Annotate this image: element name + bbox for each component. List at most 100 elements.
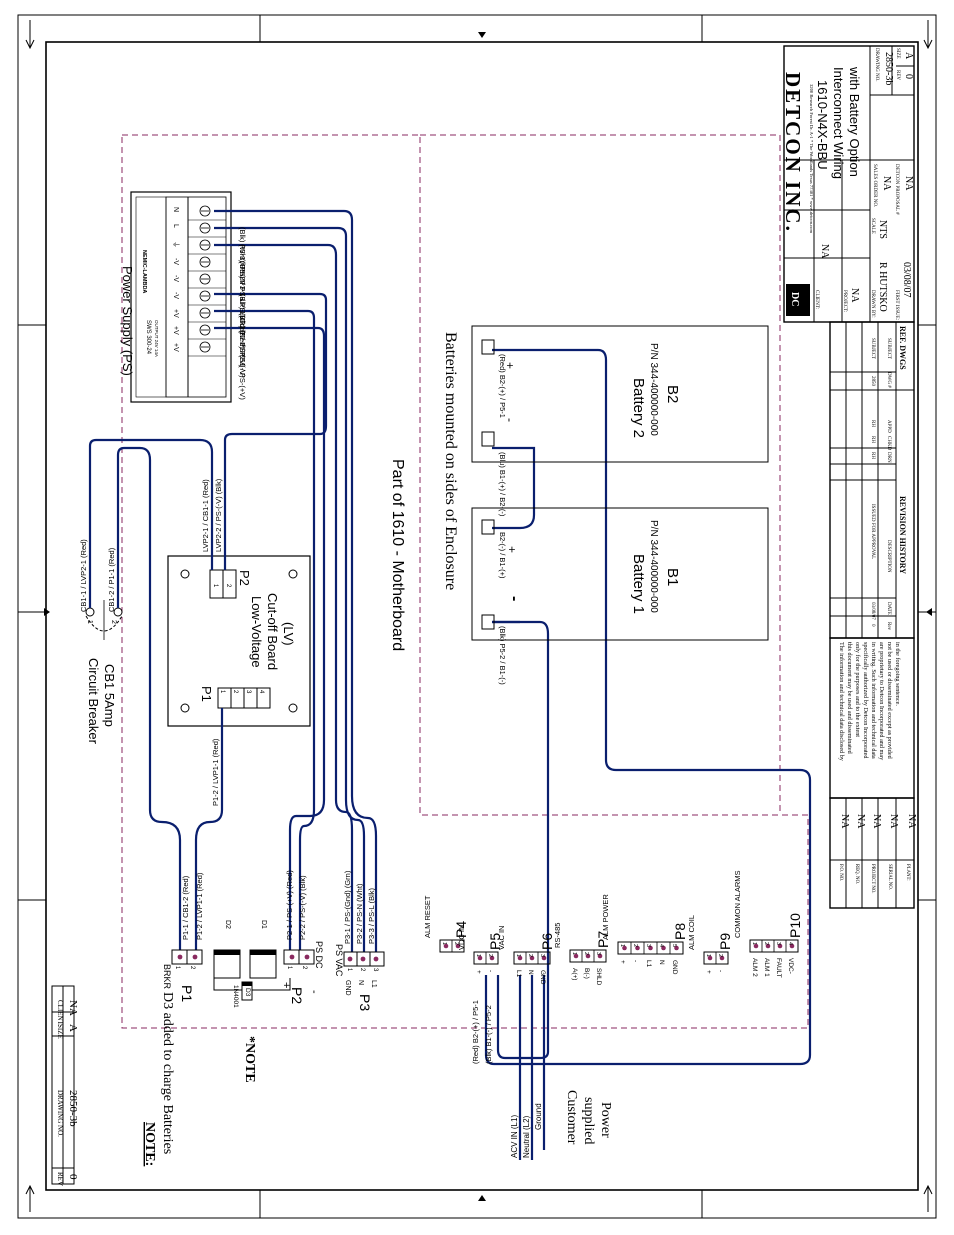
ac-in-l1: ACV IN (L1) — [510, 1115, 519, 1158]
wire-label-p5-2: (Blk) B1-(-) / P5-2 — [484, 1005, 493, 1064]
title-block: DC DETCON INC. 3200 Research Forest Dr. … — [781, 45, 915, 323]
circuit-breaker-rating: CB1 5Amp — [102, 664, 117, 727]
terminal-pin — [529, 955, 535, 961]
terminal-pin — [661, 945, 666, 951]
lv-board-label-line3: (LV) — [281, 622, 296, 646]
terminal-block-name: P8 — [672, 923, 688, 940]
ps-terminal-label: +V — [172, 343, 179, 352]
terminal-pin — [597, 953, 603, 959]
first-issue-value: 03/08/07 — [901, 262, 912, 298]
wire-labels: CB1-1 / LVP2-1 (Red) CB1-2 / P1-1 (Red) … — [79, 227, 507, 1064]
terminal-pin-number: 1 — [441, 942, 447, 945]
terminal-pin-number: 5 — [671, 944, 677, 947]
p2-label: P2 — [289, 987, 305, 1004]
terminal-block-name: P9 — [717, 933, 733, 950]
ps-terminal-label: N — [172, 207, 179, 212]
battery-1-ref: B1 — [664, 568, 681, 586]
ps-terminal-label: -V — [172, 292, 179, 299]
terminal-pin-number: 2 — [527, 954, 533, 957]
motherboard-headers: 1 2 BRKR P1 D2 D1 D3 1N4001 1 2 PS DC P2… — [162, 920, 385, 1011]
terminal-pin-number: 2 — [632, 944, 638, 947]
lv-p2-label: P2 — [237, 570, 252, 586]
revision-history-block: REF. DWGS REVISION HISTORY DWG # SUBJECT… — [829, 321, 915, 639]
terminal-pin-label: L1 — [645, 960, 652, 968]
project-value: NA — [849, 288, 860, 303]
edge-client-label: CLIENT: — [56, 1000, 64, 1027]
star-note-label: *NOTE — [242, 1036, 257, 1083]
frame-tick-marks — [18, 15, 936, 1218]
plant-label: PLANT: — [905, 864, 910, 881]
note-text: D3 added to charge Batteries — [160, 992, 175, 1154]
ps-terminal-screw — [199, 341, 211, 353]
wire-label-p1-2: P1-2 / LVP1-1 (Red) — [195, 872, 204, 940]
lv-board: 1 2 P2 1 2 3 4 P1 Low-Voltage Cut-off Bo… — [167, 555, 311, 727]
p2-minus: - — [308, 990, 320, 994]
confidentiality-notice: The information and technical data discl… — [829, 637, 915, 799]
notice-line: are proprietary to Detcon Incorporated a… — [878, 642, 885, 761]
ps-terminal-screw — [199, 256, 211, 268]
terminal-pin-number: 1 — [475, 954, 481, 957]
battery-2: Battery 2 P/N 344-400000-000 B2 - + — [471, 325, 769, 463]
terminal-pin-label: ALM 2 — [751, 958, 758, 977]
ps-terminal-label: -V — [172, 258, 179, 265]
terminal-pin-label: VDC- — [787, 958, 794, 974]
terminal-pin — [477, 955, 483, 961]
terminal-pin — [674, 945, 679, 951]
proposal-value: NA — [903, 176, 914, 191]
rev-col-appd: APPD — [886, 420, 891, 433]
terminal-block-name: P4 — [453, 921, 469, 938]
terminal-pin-label: + — [619, 960, 626, 964]
terminal-pin — [648, 945, 653, 951]
ps-terminal-screw — [199, 307, 211, 319]
terminal-pin-number: 3 — [539, 954, 545, 957]
terminal-pin-label: A(+) — [571, 968, 578, 980]
sales-order-label: SALES ORDER NO. — [872, 164, 877, 207]
terminal-pin-number: 2 — [453, 942, 459, 945]
serial-value: NA — [888, 814, 899, 829]
proposal-label: DETCON PROPOSAL # — [894, 164, 899, 215]
notice-line: specifically authorized by Detcon Incorp… — [862, 642, 869, 759]
ps-vac-label: PS VAC — [334, 944, 344, 977]
ac-in-ground: Ground — [534, 1103, 543, 1130]
ac-input: ACV IN (L1) Neutral (L2) Ground Customer… — [510, 1090, 613, 1158]
size-label: SIZE — [895, 48, 900, 59]
terminal-pin — [489, 955, 495, 961]
notice-line: this document may be used and disseminat… — [846, 642, 853, 755]
terminal-block-title: VDC IN — [457, 925, 466, 950]
p3-n: N — [357, 980, 364, 985]
drawing-title-line1: 1610-N4X-BBU — [815, 80, 830, 170]
ps-terminal-label: L — [172, 224, 179, 228]
notice-line: The information and technical data discl… — [838, 642, 845, 762]
terminal-pin-number: 3 — [645, 944, 651, 947]
ps-terminal-screw — [199, 205, 211, 217]
po-label: P.O. NO. — [838, 864, 843, 881]
wire-label-ps-p3-1: (Grn) P3-1 / PS-(Gnd) — [238, 261, 247, 335]
batteries-note: Batteries mounted on sides of Enclosure — [442, 332, 459, 590]
client-value: NA — [819, 244, 830, 259]
ref-row-dwg: 2850 — [870, 376, 875, 387]
lv-p1-pin: 4 — [258, 690, 264, 694]
outer-frame — [17, 14, 937, 1219]
lv-p2-pin: 1 — [212, 584, 218, 588]
battery-2-part: P/N 344-400000-000 — [648, 343, 659, 436]
terminal-pin-label: SHLD — [595, 968, 602, 986]
rev-col-date: DATE — [886, 602, 891, 615]
project-no-value: NA — [871, 814, 882, 829]
battery-1: Battery 1 P/N 344-400000-000 B1 - + — [471, 507, 769, 641]
terminal-pin — [765, 943, 771, 949]
terminal-pin-label: N — [527, 970, 534, 975]
terminal-pin-label: - — [632, 960, 639, 962]
p1-label: P1 — [179, 985, 195, 1002]
battery-area-outline — [420, 134, 781, 815]
terminal-block-title: ALM RESET — [423, 895, 432, 938]
customer-label-3: Power — [598, 1102, 613, 1138]
terminal-pin-label: GND — [539, 970, 546, 985]
edge-client-value: NA — [67, 1000, 79, 1016]
ps-terminal-screw — [199, 290, 211, 302]
req-value: NA — [855, 814, 866, 829]
ps-brand: NEMIC-LAMBDA — [141, 250, 147, 293]
wire-label-b2-pos: (Red) B2-(+) / P5-1 — [498, 354, 507, 418]
plant-value: NA — [906, 814, 917, 829]
terminal-pin-label: + — [705, 970, 712, 974]
